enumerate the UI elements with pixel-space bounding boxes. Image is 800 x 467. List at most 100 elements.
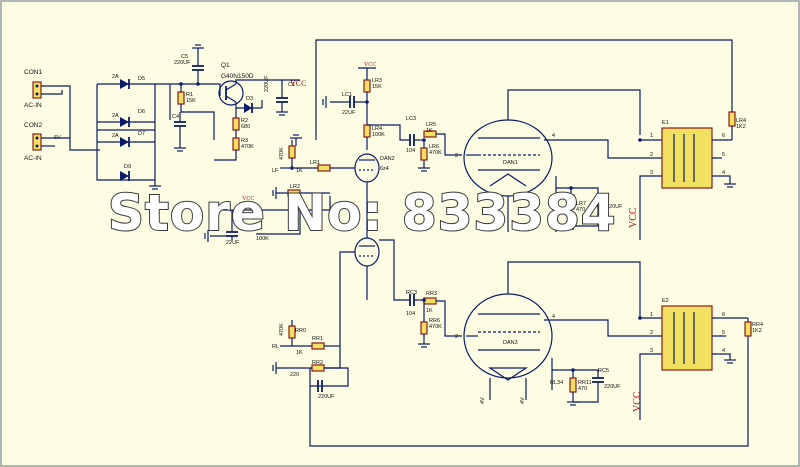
rr2-value: 220	[290, 372, 299, 378]
rr4-label: RR4	[752, 322, 763, 328]
rin-label: RL	[272, 344, 279, 350]
rr6-value: 470K	[429, 324, 442, 330]
c5-label: C5	[181, 54, 188, 60]
resistor-lr6	[420, 147, 428, 161]
r2-label: R2	[241, 118, 248, 124]
connector-con1	[32, 81, 42, 99]
tube-dan2	[354, 153, 380, 183]
ground-rr6	[418, 343, 430, 348]
ground-lr6	[418, 167, 430, 172]
rc5-value: 220UF	[604, 384, 621, 390]
lr5-label: LR5	[426, 122, 436, 128]
e2-label: E2	[662, 298, 669, 304]
c1-value: 220UF	[264, 75, 270, 92]
capacitor-c1	[276, 97, 288, 103]
r1-label: R1	[186, 92, 193, 98]
e1-pin2: 2	[650, 152, 653, 158]
resistor-r2	[232, 117, 240, 131]
lr3-label: LR3	[372, 78, 382, 84]
e1-pin5: 5	[722, 152, 725, 158]
q1-value: G40N150D	[221, 73, 254, 80]
rr2-label: RR2	[312, 360, 323, 366]
d5-rating: 2A	[112, 74, 119, 80]
resistor-rr1	[311, 342, 325, 350]
diode-d3	[244, 103, 253, 113]
ground-r3	[290, 134, 302, 146]
dan1-pin4: 4	[552, 133, 555, 139]
lr4-label: LR4	[372, 126, 382, 132]
rl34-label: RL34	[550, 380, 563, 386]
con2-label: CON2	[24, 122, 42, 129]
k100-label: 100K	[256, 236, 269, 242]
vcc-small-label: VCC	[242, 196, 254, 202]
lr5-value: 1K	[426, 128, 433, 134]
capacitor-c4	[174, 121, 186, 127]
e2-pin6: 6	[722, 312, 725, 318]
capacitor-lc3	[409, 134, 415, 146]
dan3-pin4: 4	[552, 314, 555, 320]
k470b-label: 470K	[279, 323, 285, 336]
rr11-value: 470	[578, 386, 587, 392]
dan1-pin2: 2	[455, 153, 458, 159]
e2-pin4: 4	[722, 348, 725, 354]
lr2-value: 220	[290, 196, 299, 202]
e1-pin1: 1	[650, 133, 653, 139]
resistor-lr4	[363, 124, 371, 138]
rc1-value: 220UF	[318, 394, 335, 400]
c5-value: 220UF	[174, 60, 191, 66]
ground-rr2	[272, 362, 277, 374]
d7-label: D7	[138, 131, 145, 137]
ground-bridge	[149, 180, 161, 190]
e1-label: E1	[662, 120, 669, 126]
resistor-lr3	[363, 79, 371, 93]
r1-value: 15K	[186, 98, 196, 104]
d3-label: D3	[246, 96, 253, 102]
ground-c1	[276, 111, 288, 116]
resistor-lr-out	[728, 111, 736, 127]
dan2-value: 6z4	[380, 166, 389, 172]
acin2-label: AC-IN	[24, 155, 42, 162]
lr3-value: 15K	[372, 84, 382, 90]
rc3-value: 104	[406, 311, 415, 317]
lf-label: LF	[272, 168, 279, 174]
lr4-value: 100K	[372, 132, 385, 138]
c4-label: C4	[172, 114, 179, 120]
d7-rating: 2A	[112, 133, 119, 139]
c1-label: C1	[288, 82, 295, 88]
lc1-value: 22UF	[342, 110, 356, 116]
transistor-q1	[218, 80, 244, 106]
vcc-right-label: VCC	[628, 207, 639, 228]
ground-rr11	[567, 401, 579, 406]
ground-lc1	[322, 96, 327, 108]
tube-dan3	[463, 293, 553, 381]
tube-dan2-lower	[354, 237, 380, 267]
acin1-label: AC-IN	[24, 102, 42, 109]
d5-label: D5	[138, 76, 145, 82]
e2-pin1: 1	[650, 312, 653, 318]
rr0-label: RR0	[295, 328, 306, 334]
heater-label-1: 4V	[480, 397, 486, 404]
connector-con2	[32, 133, 42, 151]
e1-pin3: 3	[650, 170, 653, 176]
lr1-value: 1K	[296, 168, 303, 174]
q1-label: Q1	[221, 62, 230, 69]
r3-value: 470K	[241, 144, 254, 150]
lr6-label: LR6	[429, 144, 439, 150]
vcc-mid-label: VCC	[364, 62, 376, 68]
d9-label: D9	[124, 164, 131, 170]
vcc-bottom-label: VCC	[632, 391, 643, 412]
d6-rating: 2A	[112, 113, 119, 119]
dan3-pin2: 2	[455, 334, 458, 340]
c2-value: 22UF	[226, 240, 240, 246]
rr11-label: RR11	[578, 380, 592, 386]
e2-pin3: 3	[650, 348, 653, 354]
store-watermark: Store No: 833384	[108, 184, 617, 242]
resistor-r1	[177, 91, 185, 105]
r2-value: 680	[241, 124, 250, 130]
rr3-value: 1K	[426, 308, 433, 314]
r3-label: R3	[241, 138, 248, 144]
lc1-label: LC1	[342, 92, 352, 98]
